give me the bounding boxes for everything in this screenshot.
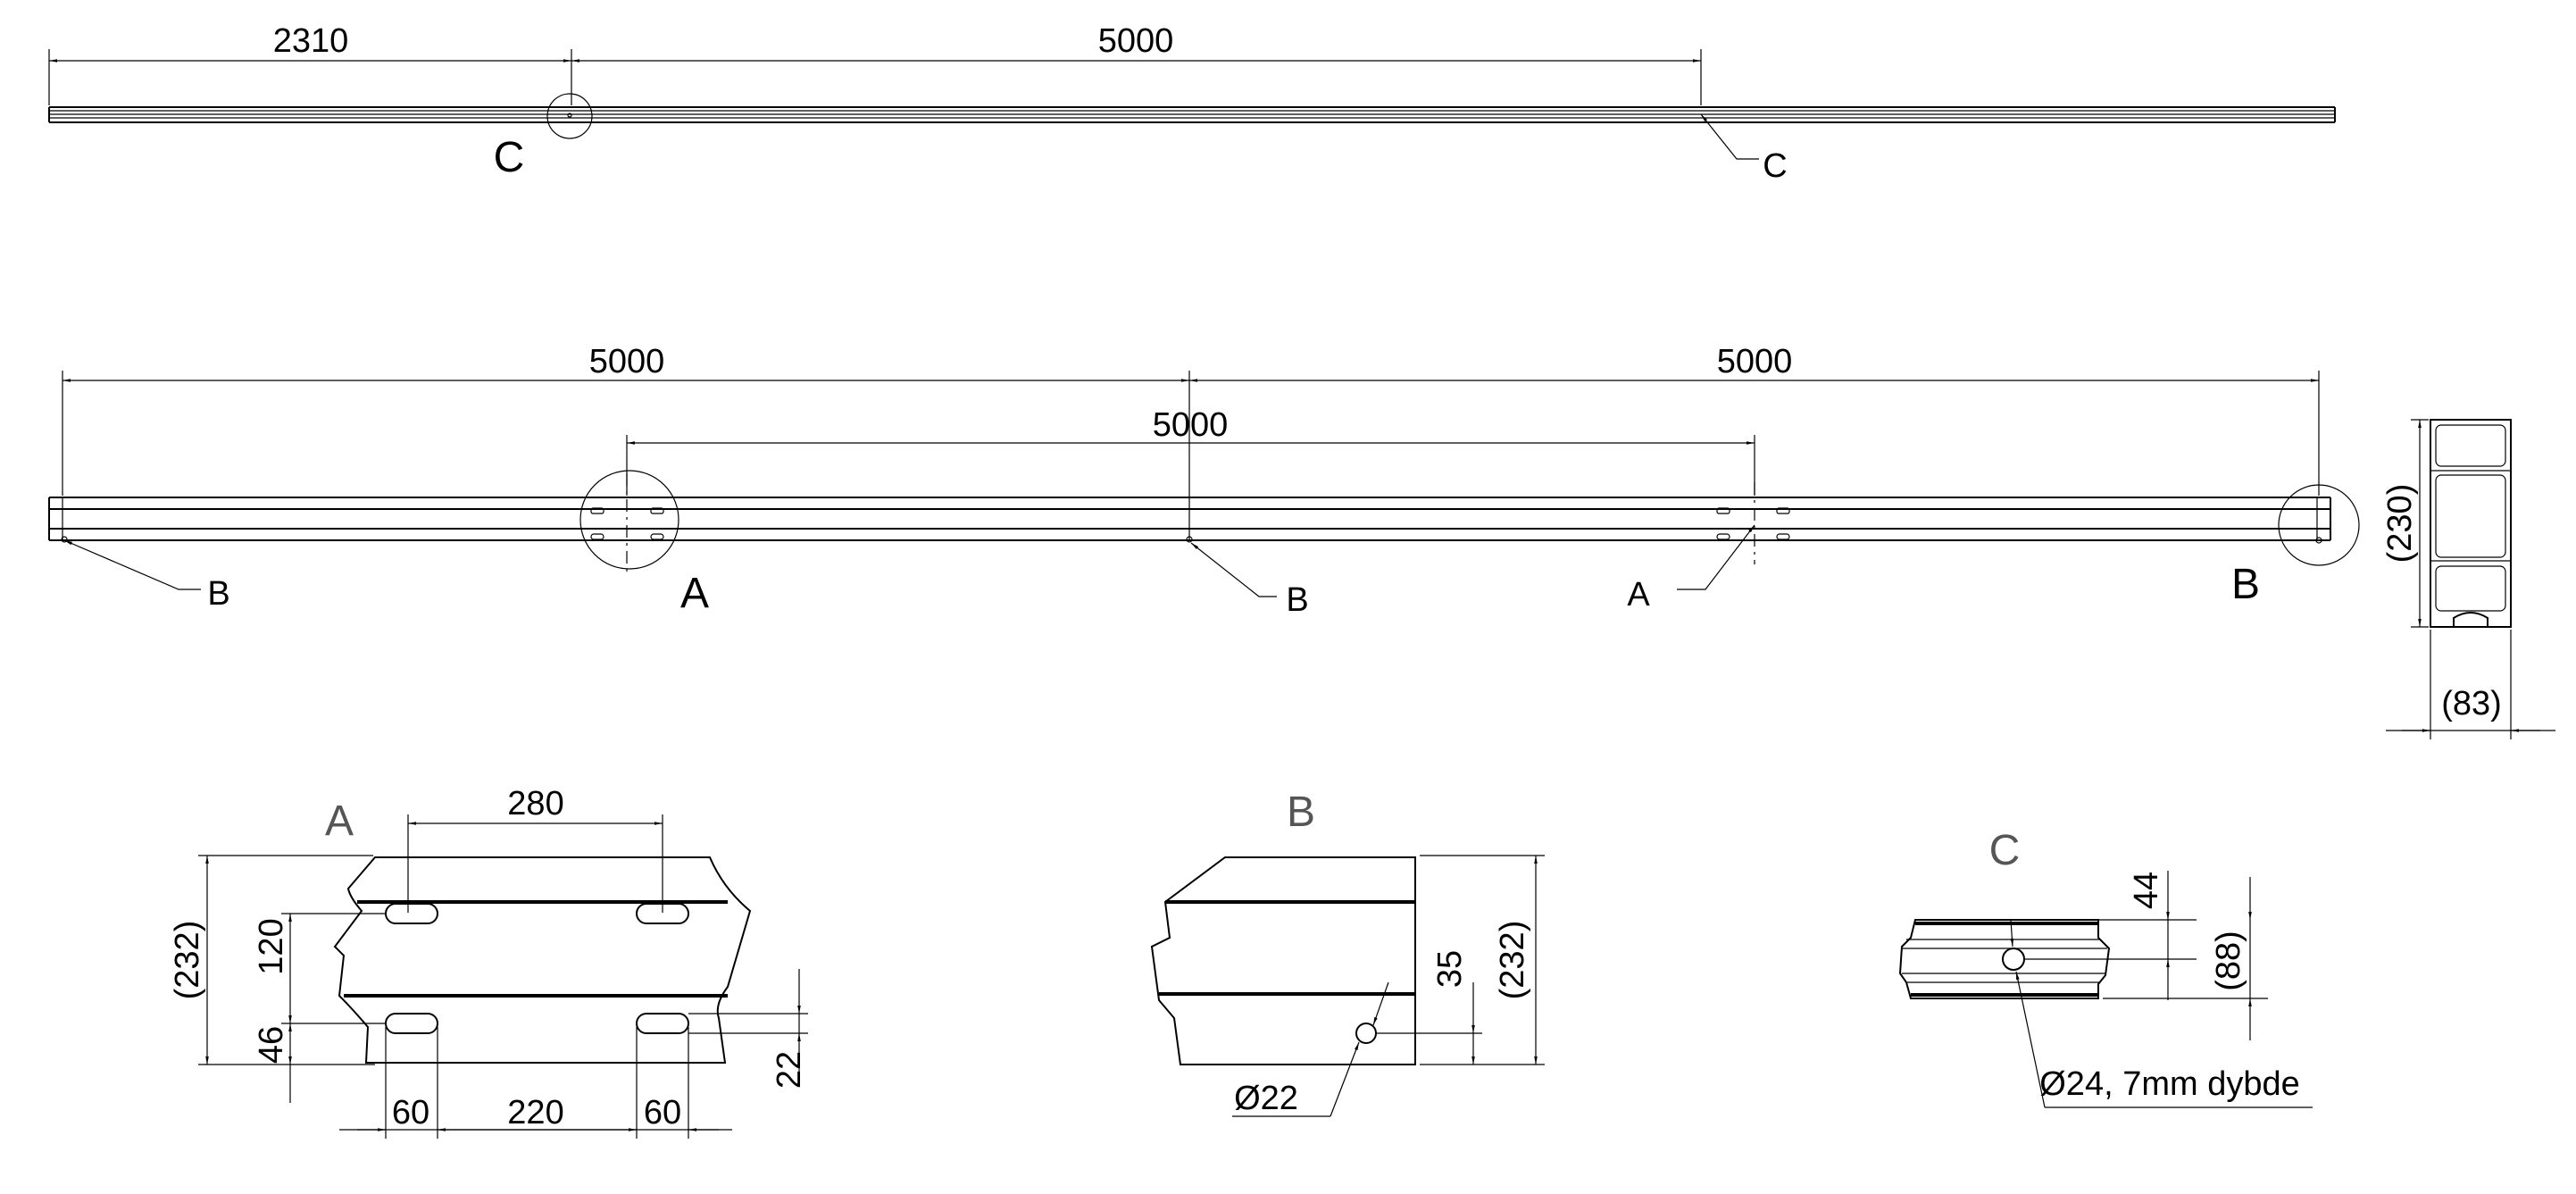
- detail-b-title: B: [1287, 789, 1315, 836]
- detail-c-dim-44: 44: [2128, 872, 2165, 909]
- label-c-right: C: [1763, 147, 1787, 185]
- side-dim-5000-right: 5000: [1717, 343, 1793, 380]
- detail-a-dim-120: 120: [253, 918, 290, 974]
- side-view: 5000 5000 5000 A A B B B: [48, 343, 2360, 619]
- detail-a-title: A: [325, 797, 354, 845]
- top-view: 2310 5000 C C: [48, 22, 2336, 185]
- hole-24: [2002, 948, 2025, 971]
- slot-top-left: [385, 903, 438, 924]
- detail-c-dim-88: (88): [2210, 931, 2247, 991]
- detail-circle-a: [579, 470, 679, 570]
- hole-22: [1355, 1023, 1377, 1044]
- detail-circle-c: [546, 93, 593, 139]
- detail-a-dim-232: (232): [169, 921, 206, 1000]
- detail-a-dim-60-left: 60: [392, 1094, 429, 1131]
- section-profile: (230) (83): [2381, 419, 2555, 739]
- detail-b-dim-dia: Ø22: [1234, 1080, 1298, 1117]
- profile-outline: [2430, 419, 2512, 628]
- detail-a: A 280 (232) 120 46 22: [169, 785, 808, 1139]
- detail-c-title: C: [1989, 827, 2021, 874]
- label-b-mid: B: [1286, 581, 1308, 619]
- label-b-left: B: [207, 575, 229, 613]
- section-dim-83: (83): [2441, 685, 2502, 722]
- detail-a-dim-60-right: 60: [644, 1094, 681, 1131]
- detail-a-dim-280: 280: [507, 785, 563, 822]
- side-dim-5000-left: 5000: [589, 343, 665, 380]
- detail-c-note: Ø24, 7mm dybde: [2039, 1065, 2299, 1103]
- top-rail: [48, 106, 2336, 123]
- detail-c-outline: [1898, 919, 2111, 999]
- slot-bottom-right: [636, 1013, 689, 1034]
- slot-bottom-left: [385, 1013, 438, 1034]
- detail-b-outline: [1150, 856, 1416, 1065]
- detail-b: B 35 (232) Ø22: [1150, 789, 1545, 1117]
- label-b-right: B: [2231, 561, 2260, 608]
- detail-b-dim-35: 35: [1431, 950, 1469, 988]
- detail-a-dim-22: 22: [771, 1051, 808, 1089]
- detail-a-dim-220: 220: [507, 1094, 563, 1131]
- detail-a-dim-46: 46: [253, 1026, 290, 1064]
- detail-b-dim-232: (232): [1494, 921, 1531, 1000]
- detail-circle-b: [2278, 484, 2360, 566]
- section-dim-230: (230): [2381, 484, 2419, 564]
- detail-c: C 44 (88) Ø24, 7mm dybde: [1898, 827, 2313, 1108]
- top-dim-5000: 5000: [1098, 22, 1174, 60]
- side-dim-5000-inner: 5000: [1153, 406, 1229, 444]
- top-dim-2310: 2310: [273, 22, 349, 60]
- label-a-right: A: [1627, 576, 1650, 614]
- label-a-left: A: [680, 570, 709, 617]
- label-c-left: C: [494, 134, 525, 181]
- detail-a-outline: [333, 856, 752, 1064]
